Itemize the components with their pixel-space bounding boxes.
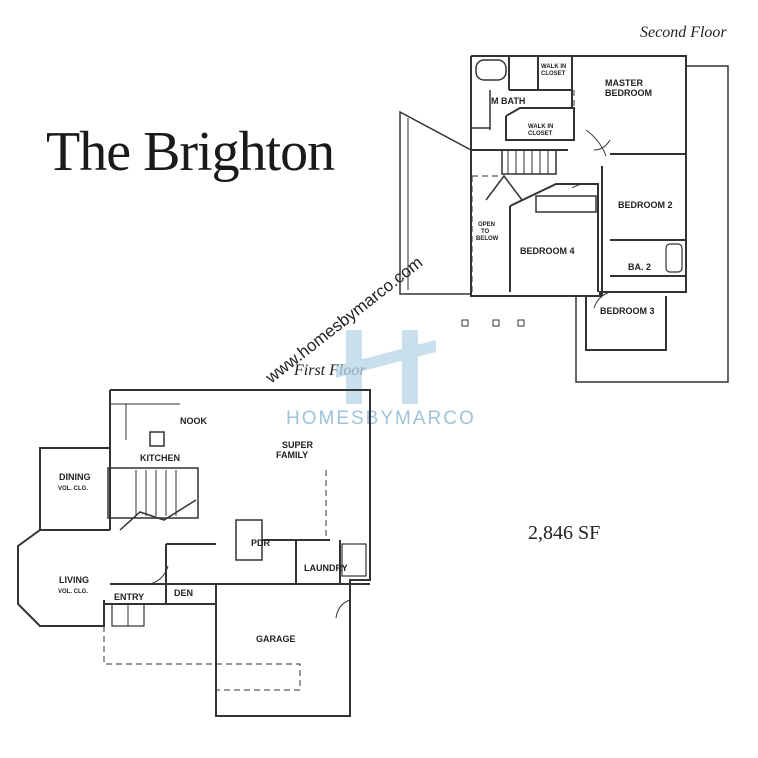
walk-in-closet-top-label-1: WALK IN <box>541 64 566 70</box>
dining-label: DINING <box>59 472 91 482</box>
bath-2-label: BA. 2 <box>628 262 651 272</box>
living-label: LIVING <box>59 575 89 585</box>
watermark-brand: HOMESBYMARCO <box>286 408 476 429</box>
walk-in-closet-mid-label-2: CLOSET <box>528 131 553 137</box>
laundry-label: LAUNDRY <box>304 563 348 573</box>
bedroom-3-label: BEDROOM 3 <box>600 306 655 316</box>
bedroom-2-label: BEDROOM 2 <box>618 200 673 210</box>
bedroom-4-label: BEDROOM 4 <box>520 246 575 256</box>
powder-room-label: PDR <box>251 538 271 548</box>
entry-label: ENTRY <box>114 592 144 602</box>
open-to-below-label-1: OPEN <box>478 222 495 228</box>
plan-title: The Brighton <box>46 121 335 183</box>
master-bedroom-label-1: MASTER <box>605 78 644 88</box>
nook-label: NOOK <box>180 416 208 426</box>
walk-in-closet-mid-label-1: WALK IN <box>528 124 553 130</box>
super-family-label-2: FAMILY <box>276 450 308 460</box>
living-ceiling-label: VOL. CLG. <box>58 589 88 595</box>
garage-label: GARAGE <box>256 634 296 644</box>
master-bath-label: M BATH <box>491 96 525 106</box>
dining-ceiling-label: VOL. CLG. <box>58 486 88 492</box>
super-family-label-1: SUPER <box>282 440 314 450</box>
open-to-below-label-2: TO <box>481 229 490 235</box>
watermark-logo-icon <box>336 330 436 404</box>
master-bedroom-label-2: BEDROOM <box>605 88 652 98</box>
first-floor-plan <box>17 389 371 717</box>
second-floor-plan <box>399 55 729 383</box>
kitchen-label: KITCHEN <box>140 453 180 463</box>
open-to-below-label-3: BELOW <box>476 236 499 242</box>
square-footage: 2,846 SF <box>528 522 601 544</box>
walk-in-closet-top-label-2: CLOSET <box>541 71 566 77</box>
second-floor-label: Second Floor <box>640 24 727 41</box>
den-label: DEN <box>174 588 193 598</box>
